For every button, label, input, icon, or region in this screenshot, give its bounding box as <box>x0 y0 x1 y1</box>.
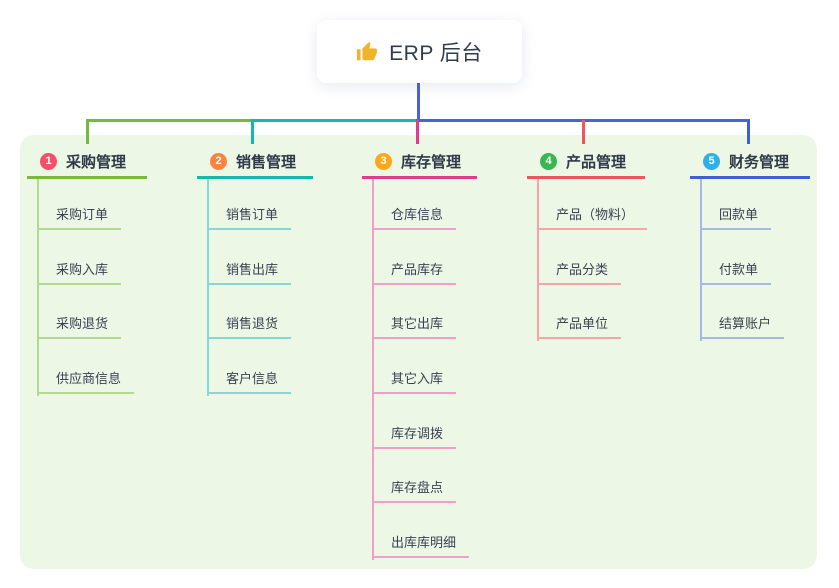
branch-header[interactable]: 3 库存管理 <box>362 146 477 179</box>
branch-label: 销售管理 <box>236 153 297 171</box>
child-item[interactable]: 其它出库 <box>372 313 457 339</box>
branches-panel <box>20 135 817 569</box>
bus-segment-teal <box>251 119 419 122</box>
branch-finance: 5 财务管理 回款单 付款单 结算账户 <box>690 0 810 588</box>
child-spine-line <box>372 179 374 560</box>
child-item[interactable]: 采购入库 <box>37 259 122 285</box>
branch-header[interactable]: 5 财务管理 <box>690 146 810 179</box>
child-item[interactable]: 回款单 <box>700 204 772 230</box>
branch-inventory: 3 库存管理 仓库信息 产品库存 其它出库 其它入库 库存调拨 库存盘点 出库库… <box>362 0 477 588</box>
thumbs-up-icon <box>356 41 378 63</box>
branch-header[interactable]: 1 采购管理 <box>27 146 147 179</box>
child-item[interactable]: 库存调拨 <box>372 423 457 449</box>
branch-label: 库存管理 <box>401 153 462 171</box>
branch-label: 财务管理 <box>729 153 790 171</box>
child-item[interactable]: 仓库信息 <box>372 204 457 230</box>
child-item[interactable]: 付款单 <box>700 259 772 285</box>
branch-header[interactable]: 4 产品管理 <box>527 146 645 179</box>
branch-number-badge: 5 <box>703 152 720 170</box>
child-item[interactable]: 销售出库 <box>207 259 292 285</box>
branch-drop-line <box>416 120 419 144</box>
child-item[interactable]: 库存盘点 <box>372 477 457 503</box>
branch-number-badge: 3 <box>375 152 392 170</box>
branch-product: 4 产品管理 产品（物料） 产品分类 产品单位 <box>527 0 648 588</box>
child-item[interactable]: 产品单位 <box>537 313 622 339</box>
child-spine-line <box>207 179 209 396</box>
root-node[interactable]: ERP 后台 <box>317 20 522 83</box>
child-spine-line <box>537 179 539 341</box>
root-label: ERP 后台 <box>389 41 483 65</box>
child-item[interactable]: 采购订单 <box>37 204 122 230</box>
root-stem-line <box>417 83 420 120</box>
bus-segment-green <box>86 119 253 122</box>
child-item[interactable]: 其它入库 <box>372 368 457 394</box>
child-item[interactable]: 产品库存 <box>372 259 457 285</box>
child-item[interactable]: 供应商信息 <box>37 368 135 394</box>
child-item[interactable]: 产品分类 <box>537 259 622 285</box>
child-spine-line <box>700 179 702 341</box>
child-item[interactable]: 产品（物料） <box>537 204 648 230</box>
child-item[interactable]: 销售订单 <box>207 204 292 230</box>
child-item[interactable]: 采购退货 <box>37 313 122 339</box>
branch-drop-line <box>747 120 750 144</box>
branch-number-badge: 4 <box>540 152 557 170</box>
branch-number-badge: 2 <box>210 152 227 170</box>
child-spine-line <box>37 179 39 396</box>
branch-number-badge: 1 <box>40 152 57 170</box>
branch-drop-line <box>582 120 585 144</box>
branch-drop-line <box>86 120 89 144</box>
branch-purchase: 1 采购管理 采购订单 采购入库 采购退货 供应商信息 <box>27 0 147 588</box>
branch-sales: 2 销售管理 销售订单 销售出库 销售退货 客户信息 <box>197 0 313 588</box>
child-item[interactable]: 销售退货 <box>207 313 292 339</box>
branch-label: 采购管理 <box>66 153 127 171</box>
child-item[interactable]: 结算账户 <box>700 313 785 339</box>
child-item[interactable]: 客户信息 <box>207 368 292 394</box>
child-item[interactable]: 出库库明细 <box>372 532 470 558</box>
branch-header[interactable]: 2 销售管理 <box>197 146 313 179</box>
branch-label: 产品管理 <box>566 153 627 171</box>
branch-drop-line <box>251 120 254 144</box>
